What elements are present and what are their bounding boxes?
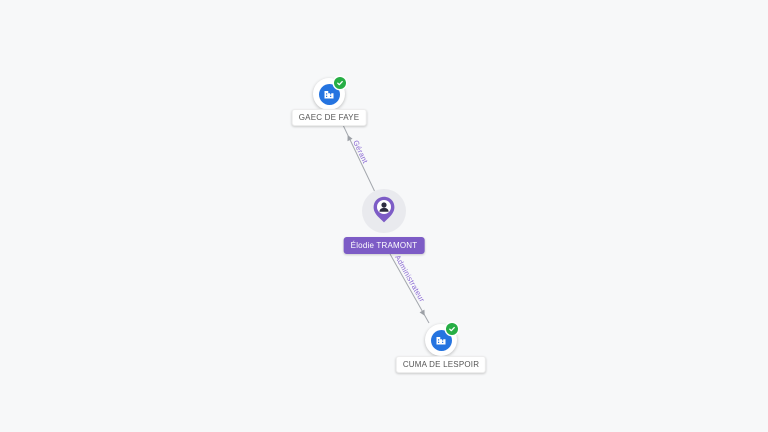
building-icon: [436, 337, 446, 345]
edge-label-administrateur: Administrateur: [393, 253, 427, 303]
node-label-cuma-de-lespoir[interactable]: CUMA DE LESPOIR: [395, 356, 487, 373]
person-icon: [379, 202, 389, 212]
node-cuma-de-lespoir[interactable]: [425, 323, 458, 356]
edge-gerant: Gérant: [342, 124, 375, 192]
node-label-elodie-tramont[interactable]: Élodie TRAMONT: [343, 237, 425, 254]
company-avatar: [430, 329, 452, 351]
edge-label-gerant: Gérant: [351, 139, 370, 166]
company-avatar: [318, 83, 340, 105]
node-label-gaec-de-faye[interactable]: GAEC DE FAYE: [291, 109, 367, 126]
node-gaec-de-faye[interactable]: [313, 77, 346, 110]
edge-arrow-icon: [347, 135, 353, 142]
edge-administrateur: Administrateur: [389, 253, 430, 324]
building-icon: [324, 91, 334, 99]
person-pin-icon[interactable]: [372, 196, 396, 228]
edge-arrow-icon: [419, 309, 425, 316]
verified-badge-icon: [334, 77, 346, 89]
verified-badge-icon: [446, 323, 458, 335]
